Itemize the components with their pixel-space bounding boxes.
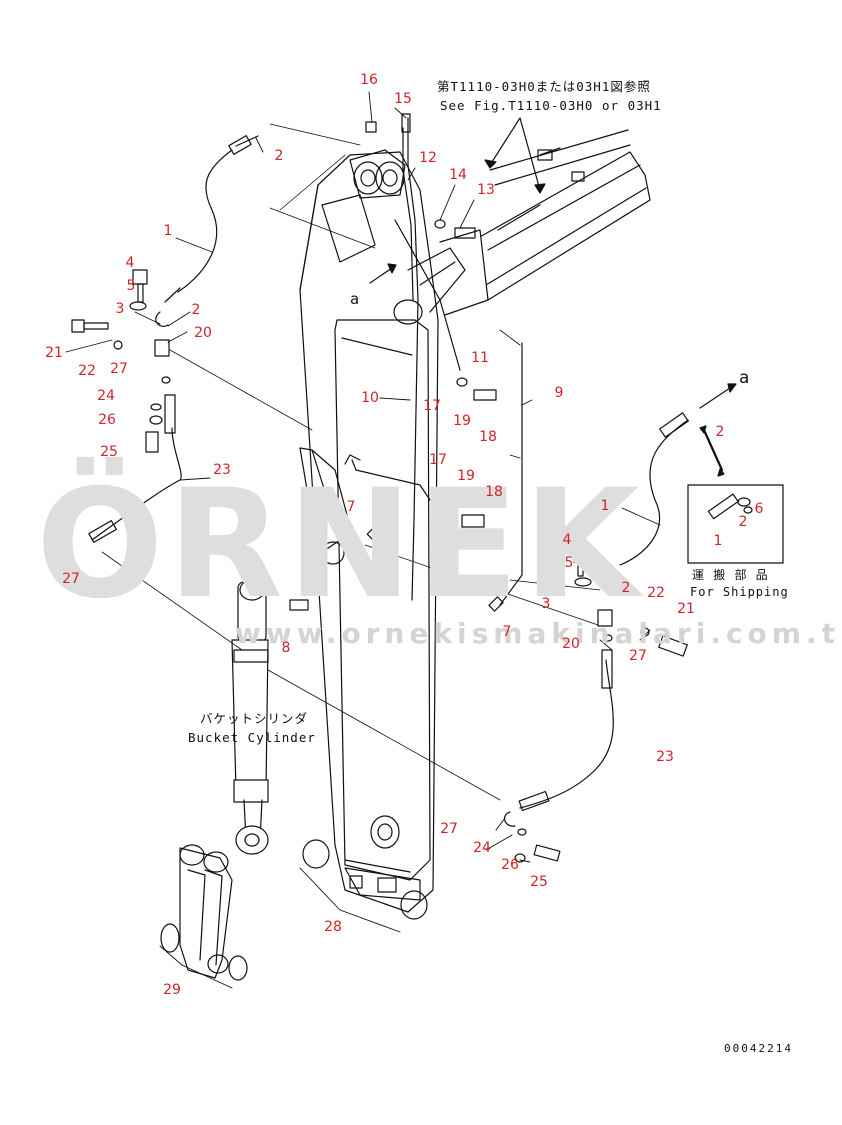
callout-number: 3 xyxy=(115,301,125,317)
callout-number: 8 xyxy=(281,640,291,656)
callout-number: 21 xyxy=(45,345,63,361)
callout-number: 17 xyxy=(423,398,441,414)
reference-arrows xyxy=(369,117,737,477)
callout-number: 29 xyxy=(163,982,181,998)
callout-number: 25 xyxy=(530,874,548,890)
callout-number: 2 xyxy=(274,148,284,164)
callout-number: 20 xyxy=(194,325,212,341)
callout-number: 19 xyxy=(453,413,471,429)
callout-number: 20 xyxy=(562,636,580,652)
view-marker-arm: a xyxy=(350,290,361,308)
callout-number: 2 xyxy=(191,302,201,318)
watermark-logo: ÖRNEK xyxy=(36,458,644,632)
callout-number: 18 xyxy=(485,484,503,500)
callout-number: 10 xyxy=(361,390,379,406)
watermark-url: www.ornekismakinalari.com.tr xyxy=(235,617,842,650)
callout-number: 16 xyxy=(360,72,378,88)
callout-number: 25 xyxy=(100,444,118,460)
bucket-link-drawing xyxy=(160,839,428,981)
shipping-label-en: For Shipping xyxy=(690,585,789,599)
shipping-parts-box xyxy=(687,484,784,564)
reference-note-jp: 第T1110-03H0または03H1図参照 xyxy=(437,79,651,94)
callout-number: 17 xyxy=(429,452,447,468)
callout-number: 27 xyxy=(110,361,128,377)
callout-number: 15 xyxy=(394,91,412,107)
callout-number: 22 xyxy=(78,363,96,379)
callout-number: 2 xyxy=(621,580,631,596)
leader-lines xyxy=(65,91,661,989)
callout-number: 24 xyxy=(473,840,491,856)
callout-number: 2 xyxy=(738,514,748,530)
view-marker-hose: a xyxy=(739,368,751,388)
callout-number: 3 xyxy=(541,596,551,612)
callout-number: 9 xyxy=(554,385,564,401)
callout-number: 4 xyxy=(125,255,135,271)
hose-lines xyxy=(88,135,689,827)
callout-number: 12 xyxy=(419,150,437,166)
callout-number: 28 xyxy=(324,919,342,935)
boom-structure xyxy=(439,129,651,316)
connection-lines xyxy=(101,123,601,801)
bucket-cylinder-drawing xyxy=(231,579,269,855)
callout-number: 7 xyxy=(502,624,512,640)
callout-number: 23 xyxy=(213,462,231,478)
callout-number: 1 xyxy=(713,533,723,549)
hardware xyxy=(71,113,688,863)
callout-number: 23 xyxy=(656,749,674,765)
callout-number: 26 xyxy=(501,857,519,873)
document-number: 00042214 xyxy=(724,1042,793,1055)
callout-number: 14 xyxy=(449,167,467,183)
callout-number: 2 xyxy=(715,424,725,440)
reference-note-en: See Fig.T1110-03H0 or 03H1 xyxy=(440,98,662,113)
callout-number: 13 xyxy=(477,182,495,198)
callout-number: 5 xyxy=(126,278,136,294)
shipping-label-jp: 運 搬 部 品 xyxy=(692,568,769,582)
callout-number: 18 xyxy=(479,429,497,445)
callout-number: 22 xyxy=(647,585,665,601)
callout-number: 21 xyxy=(677,601,695,617)
callout-number: 24 xyxy=(97,388,115,404)
callout-number: 19 xyxy=(457,468,475,484)
callout-number: 4 xyxy=(562,532,572,548)
bucket-cylinder-label-en: Bucket Cylinder xyxy=(188,730,316,745)
callout-number: 1 xyxy=(163,223,173,239)
callout-number: 27 xyxy=(62,571,80,587)
callout-number: 27 xyxy=(440,821,458,837)
bucket-cylinder-label-jp: バケットシリンダ xyxy=(200,711,309,726)
callout-number: 26 xyxy=(98,412,116,428)
callout-number: 27 xyxy=(629,648,647,664)
callout-number: 5 xyxy=(564,555,574,571)
callout-number: 7 xyxy=(346,499,356,515)
callout-number: 1 xyxy=(600,498,610,514)
callout-number: 11 xyxy=(471,350,489,366)
callout-number: 6 xyxy=(754,501,764,517)
